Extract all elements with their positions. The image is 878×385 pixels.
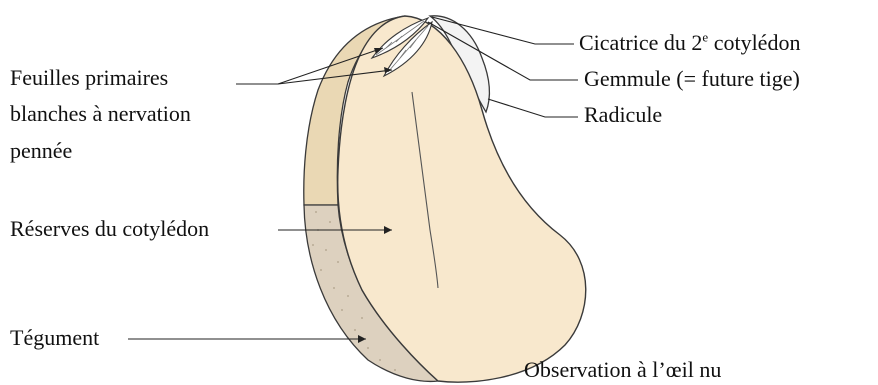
label-feuilles-line2: blanches à nervation <box>10 99 191 128</box>
label-radicule: Radicule <box>584 100 662 129</box>
label-cicatrice-main: Cicatrice du 2 <box>579 30 702 55</box>
label-cicatrice-tail: cotylédon <box>708 30 800 55</box>
label-observation: Observation à l’œil nu <box>524 355 721 384</box>
label-reserves: Réserves du cotylédon <box>10 214 209 243</box>
label-cicatrice: Cicatrice du 2e cotylédon <box>579 28 800 57</box>
label-feuilles-line1: Feuilles primaires <box>10 63 168 92</box>
leader-radicule <box>488 99 578 117</box>
label-feuilles-line3: pennée <box>10 136 72 165</box>
label-gemmule: Gemmule (= future tige) <box>584 64 800 93</box>
label-tegument: Tégument <box>10 323 99 352</box>
